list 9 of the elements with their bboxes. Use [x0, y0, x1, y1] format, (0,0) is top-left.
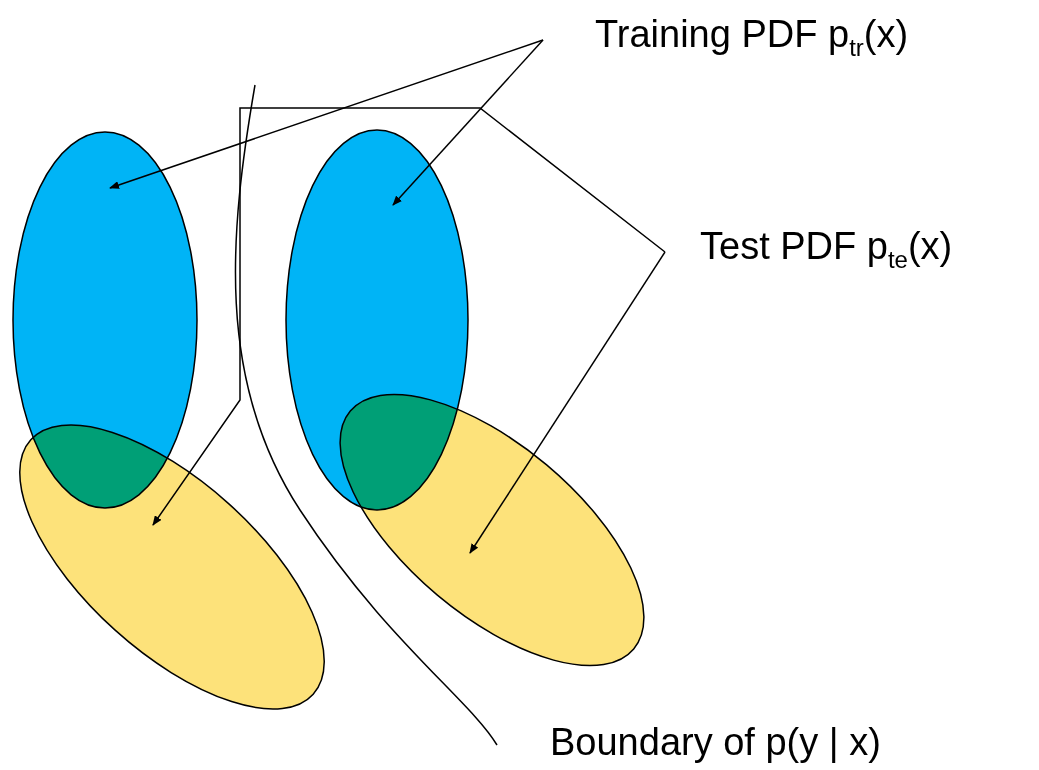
test-distribution-ellipse: [339, 393, 645, 667]
distribution-label: Training PDF p$_{tr}$(x): [595, 14, 909, 61]
arrow: [392, 39, 544, 206]
arrow: [109, 39, 544, 189]
distribution-label: Test PDF p$_{te}$(x): [700, 226, 953, 273]
arrow: [469, 251, 666, 554]
boundary-label: Boundary of p(y | x): [550, 722, 881, 764]
test-distribution-ellipse: [19, 424, 325, 710]
arrow: [152, 107, 666, 526]
